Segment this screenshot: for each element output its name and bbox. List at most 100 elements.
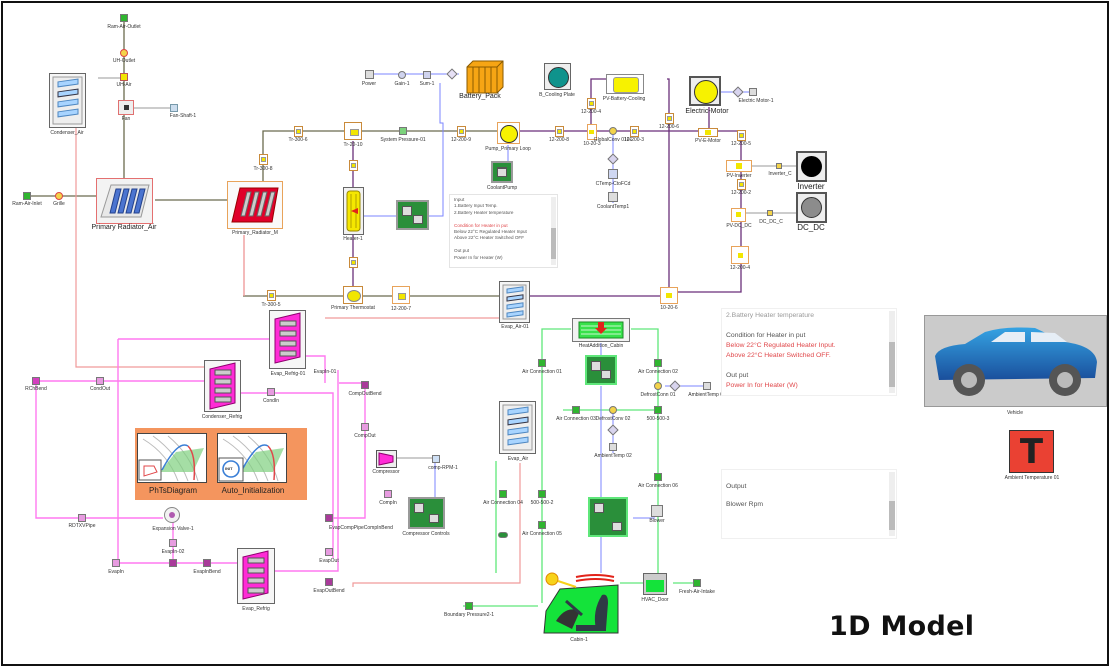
condenser-refrig-block[interactable] [204, 360, 241, 412]
air-outlet-icon[interactable] [498, 532, 508, 538]
evap-in-icon[interactable] [112, 559, 120, 567]
12-200-5-block[interactable] [737, 130, 746, 141]
tr-300-8-block[interactable] [259, 154, 268, 165]
ram-air-inlet-icon[interactable] [23, 192, 31, 200]
comp-out-icon[interactable] [361, 423, 369, 431]
heater-controller-board[interactable] [396, 200, 429, 230]
hvac-door-block[interactable] [643, 573, 667, 595]
air-conn-06-icon[interactable] [654, 473, 662, 481]
dc-dc-c-icon[interactable] [767, 210, 773, 216]
b-cooling-plate-block[interactable] [544, 63, 571, 90]
sum-icon[interactable] [423, 71, 431, 79]
fresh-air-intake-icon[interactable] [693, 579, 701, 587]
system-pressure-icon[interactable] [399, 127, 407, 135]
air-conn-04-icon[interactable] [499, 490, 507, 498]
evap-out-bend-icon[interactable] [325, 578, 333, 586]
primary-radiator-air-block[interactable] [96, 178, 153, 224]
tr-300-6-block[interactable] [294, 126, 303, 137]
tr-300-5-block[interactable] [267, 290, 276, 301]
compressor-controls-board[interactable] [408, 497, 445, 529]
ambient-temperature-block[interactable]: T [1009, 430, 1054, 473]
auto-initialization-button[interactable]: INIT [217, 433, 287, 483]
ambient-temp-02-icon[interactable] [609, 443, 617, 451]
comp-in-icon[interactable] [384, 490, 392, 498]
500-500-2-icon[interactable] [538, 490, 546, 498]
evap-air-block[interactable] [499, 401, 536, 454]
junction-icon[interactable] [169, 559, 177, 567]
10-20-3-block[interactable] [587, 124, 597, 140]
ram-air-outlet-icon[interactable] [120, 14, 128, 22]
heater-top-connector[interactable] [349, 160, 358, 171]
cond-out-icon[interactable] [96, 377, 104, 385]
grille-icon[interactable] [55, 192, 63, 200]
evap-refrig-01-block[interactable] [269, 310, 306, 369]
r-dtxv-pipe-icon[interactable] [78, 514, 86, 522]
12-200-3-block[interactable] [630, 126, 639, 137]
comp-rpm-icon[interactable] [432, 455, 440, 463]
pv-dc-dc-block[interactable] [731, 208, 746, 222]
pump-primary-loop-block[interactable] [497, 122, 520, 144]
pv-inverter-block[interactable] [726, 160, 752, 172]
heater-bottom-connector[interactable] [349, 257, 358, 268]
cabin-block[interactable] [536, 571, 620, 635]
evap-in-02-icon[interactable] [169, 539, 177, 547]
heater-note-large[interactable]: 2.Battery Heater temperature Condition f… [721, 308, 897, 396]
primary-radiator-m-block[interactable] [227, 181, 283, 229]
heater-note-small-scrollbar[interactable] [551, 197, 556, 265]
coolant-pump-controller[interactable] [491, 161, 513, 183]
pv-e-motor-block[interactable] [698, 128, 718, 137]
compressor-block[interactable] [376, 450, 397, 468]
comp-out-bend-icon[interactable] [361, 381, 369, 389]
evap-comp-bend-icon[interactable] [325, 514, 333, 522]
battery-pack-block[interactable] [465, 59, 504, 94]
12-200-2-block[interactable] [737, 179, 746, 190]
ambient-temp-01-icon[interactable] [703, 382, 711, 390]
expansion-valve-block[interactable] [164, 507, 180, 523]
fan-block[interactable] [118, 100, 134, 115]
blower-note-scrollbar[interactable] [889, 472, 895, 536]
blower-icon[interactable] [651, 505, 663, 517]
defrost-conv-icon[interactable] [609, 406, 617, 414]
defrost-conn-icon[interactable] [654, 382, 662, 390]
12-200-6-block[interactable] [665, 113, 674, 124]
global-conv-icon[interactable] [609, 127, 617, 135]
heater-block[interactable] [343, 187, 364, 235]
boundary-pressure-icon[interactable] [465, 602, 473, 610]
evap-out-icon[interactable] [325, 548, 333, 556]
air-conn-03-icon[interactable] [572, 406, 580, 414]
t-12-200-7-block[interactable] [392, 286, 410, 304]
electric-motor-1-icon[interactable] [749, 88, 757, 96]
uh-outlet-icon[interactable] [120, 49, 128, 57]
blower-controller-board[interactable] [588, 497, 628, 537]
tr-20-10-block[interactable] [344, 122, 362, 140]
evap-air-01-block[interactable] [499, 281, 530, 323]
vehicle-block[interactable] [924, 315, 1107, 407]
power-source-icon[interactable] [365, 70, 374, 79]
heater-note-large-scrollbar[interactable] [889, 311, 895, 393]
500-500-3-icon[interactable] [654, 406, 662, 414]
evap-refrig-block[interactable] [237, 548, 275, 604]
heat-addition-cabin-block[interactable] [572, 318, 630, 342]
fan-shaft-icon[interactable] [170, 104, 178, 112]
condenser-air-block[interactable] [49, 73, 86, 128]
12-200-9-block[interactable] [457, 126, 466, 137]
gain-icon[interactable] [398, 71, 406, 79]
ph-ts-diagram-button[interactable] [137, 433, 207, 483]
c-temp-icon[interactable] [608, 169, 618, 179]
electric-motor-block[interactable] [689, 76, 721, 106]
inverter-block[interactable] [796, 151, 827, 182]
blower-note[interactable]: Output Blower Rpm [721, 469, 897, 539]
pv-battery-cooling-block[interactable] [606, 74, 644, 94]
coolant-temp-icon[interactable] [608, 192, 618, 202]
cond-in-icon[interactable] [267, 388, 275, 396]
r-ch-bend-icon[interactable] [32, 377, 40, 385]
10-20-6-block[interactable] [660, 287, 678, 304]
12-200-8-block[interactable] [555, 126, 564, 137]
primary-thermostat-block[interactable] [343, 286, 363, 304]
inverter-c-icon[interactable] [776, 163, 782, 169]
dc-dc-block[interactable] [796, 192, 827, 223]
air-conn-05-icon[interactable] [538, 521, 546, 529]
uh-air-icon[interactable] [120, 73, 128, 81]
12-200-4-bottom-block[interactable] [731, 246, 749, 264]
